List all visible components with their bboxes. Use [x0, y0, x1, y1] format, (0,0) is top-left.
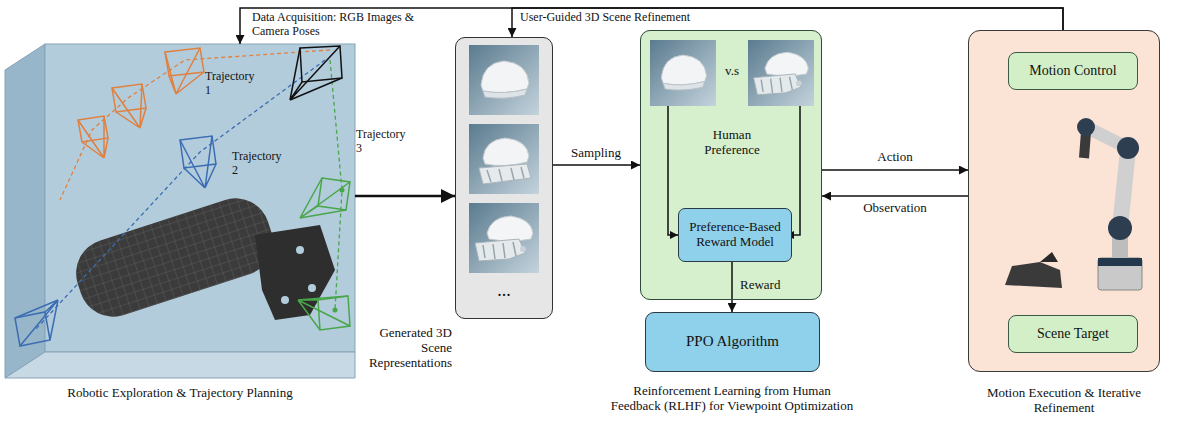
section-caption: Reinforcement Learning from Human Feedba… — [607, 384, 857, 414]
robot-arm — [1098, 258, 1142, 266]
exploration-space — [5, 44, 45, 378]
comparison-arrow — [668, 106, 678, 235]
robot-part-model — [67, 190, 281, 326]
trajectory-path — [35, 60, 325, 330]
panel-fill — [455, 30, 1160, 372]
scene-render — [469, 45, 539, 115]
section-caption: Motion Execution & Iterative Refinement — [958, 386, 1170, 416]
camera-frustum — [15, 136, 216, 346]
camera-frustum — [298, 296, 350, 330]
connector-arrow — [240, 8, 1063, 44]
target-box: Scene Target — [1008, 315, 1138, 353]
scene-gallery: Generated 3D Scene Representations... — [455, 37, 553, 319]
scene-render — [748, 40, 814, 106]
robot-part-model — [296, 246, 304, 254]
reward-model-box: Preference-Based Reward Model — [678, 208, 792, 262]
robot-part-model — [255, 225, 335, 320]
group-heading: Human Preference — [692, 128, 772, 158]
robot-part-model — [67, 190, 335, 326]
exploration-space — [5, 352, 355, 378]
camera-frustum — [298, 178, 350, 330]
trajectory-label: Trajectory 2 — [232, 150, 287, 178]
panel-fill — [968, 30, 1160, 372]
section-caption: Generated 3D Scene Representations — [356, 326, 452, 371]
scene-render — [469, 124, 539, 194]
camera-frustum — [78, 48, 204, 158]
target-part — [1005, 252, 1062, 288]
versus-label: v.s — [712, 64, 752, 79]
edge-label: Data Acquisition: RGB Images & Camera Po… — [252, 11, 417, 39]
trajectory-waypoint — [333, 188, 345, 313]
section-caption: Robotic Exploration & Trajectory Plannin… — [60, 386, 300, 401]
trajectory-label: Trajectory 1 — [205, 70, 260, 98]
camera-frustum — [15, 300, 58, 346]
connector-arrow — [822, 169, 968, 171]
execution-panel: Motion Execution & Iterative RefinementM… — [968, 30, 1160, 372]
connector-arrow — [355, 195, 455, 198]
robot-arm — [1108, 216, 1132, 240]
connector-arrow — [512, 8, 1063, 37]
robot-arm — [1098, 258, 1142, 290]
connector-arrow — [553, 164, 640, 166]
box-label: Preference-Based Reward Model — [685, 220, 785, 250]
panel-fill — [455, 37, 553, 319]
camera-frustum — [180, 136, 216, 188]
exploration-space — [5, 44, 355, 378]
edge-label: Reward — [740, 278, 800, 293]
trajectory-path — [330, 60, 342, 310]
scene-render — [469, 40, 814, 273]
box-label: Motion Control — [1029, 63, 1117, 79]
robot-part-model — [67, 190, 281, 326]
box-label: PPO Algorithm — [686, 333, 779, 350]
connector-arrow — [731, 262, 733, 312]
trajectory-waypoint — [333, 308, 338, 313]
robot-part-model — [67, 190, 281, 326]
camera-frustum — [78, 116, 108, 158]
box-label: Scene Target — [1037, 326, 1109, 342]
exploration-space — [45, 44, 355, 352]
camera-frustum — [290, 46, 342, 100]
exploration-panel: Robotic Exploration & Trajectory Plannin… — [5, 44, 355, 378]
edge-label: User-Guided 3D Scene Refinement — [520, 11, 690, 25]
trajectory-label: Trajectory 3 — [356, 128, 411, 156]
camera-frustum — [165, 48, 204, 94]
robot-arm — [1077, 118, 1142, 290]
connector-arrow — [822, 195, 968, 197]
edge-label: Observation — [845, 201, 945, 216]
edge-label: Sampling — [561, 146, 631, 161]
ppo-box: PPO Algorithm — [645, 312, 820, 372]
robot-arm — [1117, 137, 1139, 159]
robot-arm — [1077, 118, 1095, 136]
edge-label: Action — [860, 150, 930, 165]
preference-panel: v.sHuman PreferencePreference-Based Rewa… — [640, 30, 822, 300]
camera-frustum — [290, 46, 342, 100]
panel-fill — [640, 30, 822, 300]
ellipsis-mark: ... — [470, 280, 538, 301]
camera-frustum — [112, 84, 146, 128]
robot-part-model — [308, 284, 316, 292]
target-part — [1005, 262, 1062, 288]
scene-render — [650, 40, 716, 106]
camera-frustum — [300, 178, 350, 218]
control-box: Motion Control — [1008, 52, 1138, 90]
robot-part-model — [281, 296, 289, 304]
target-part — [1040, 252, 1058, 262]
scene-render — [469, 203, 539, 273]
